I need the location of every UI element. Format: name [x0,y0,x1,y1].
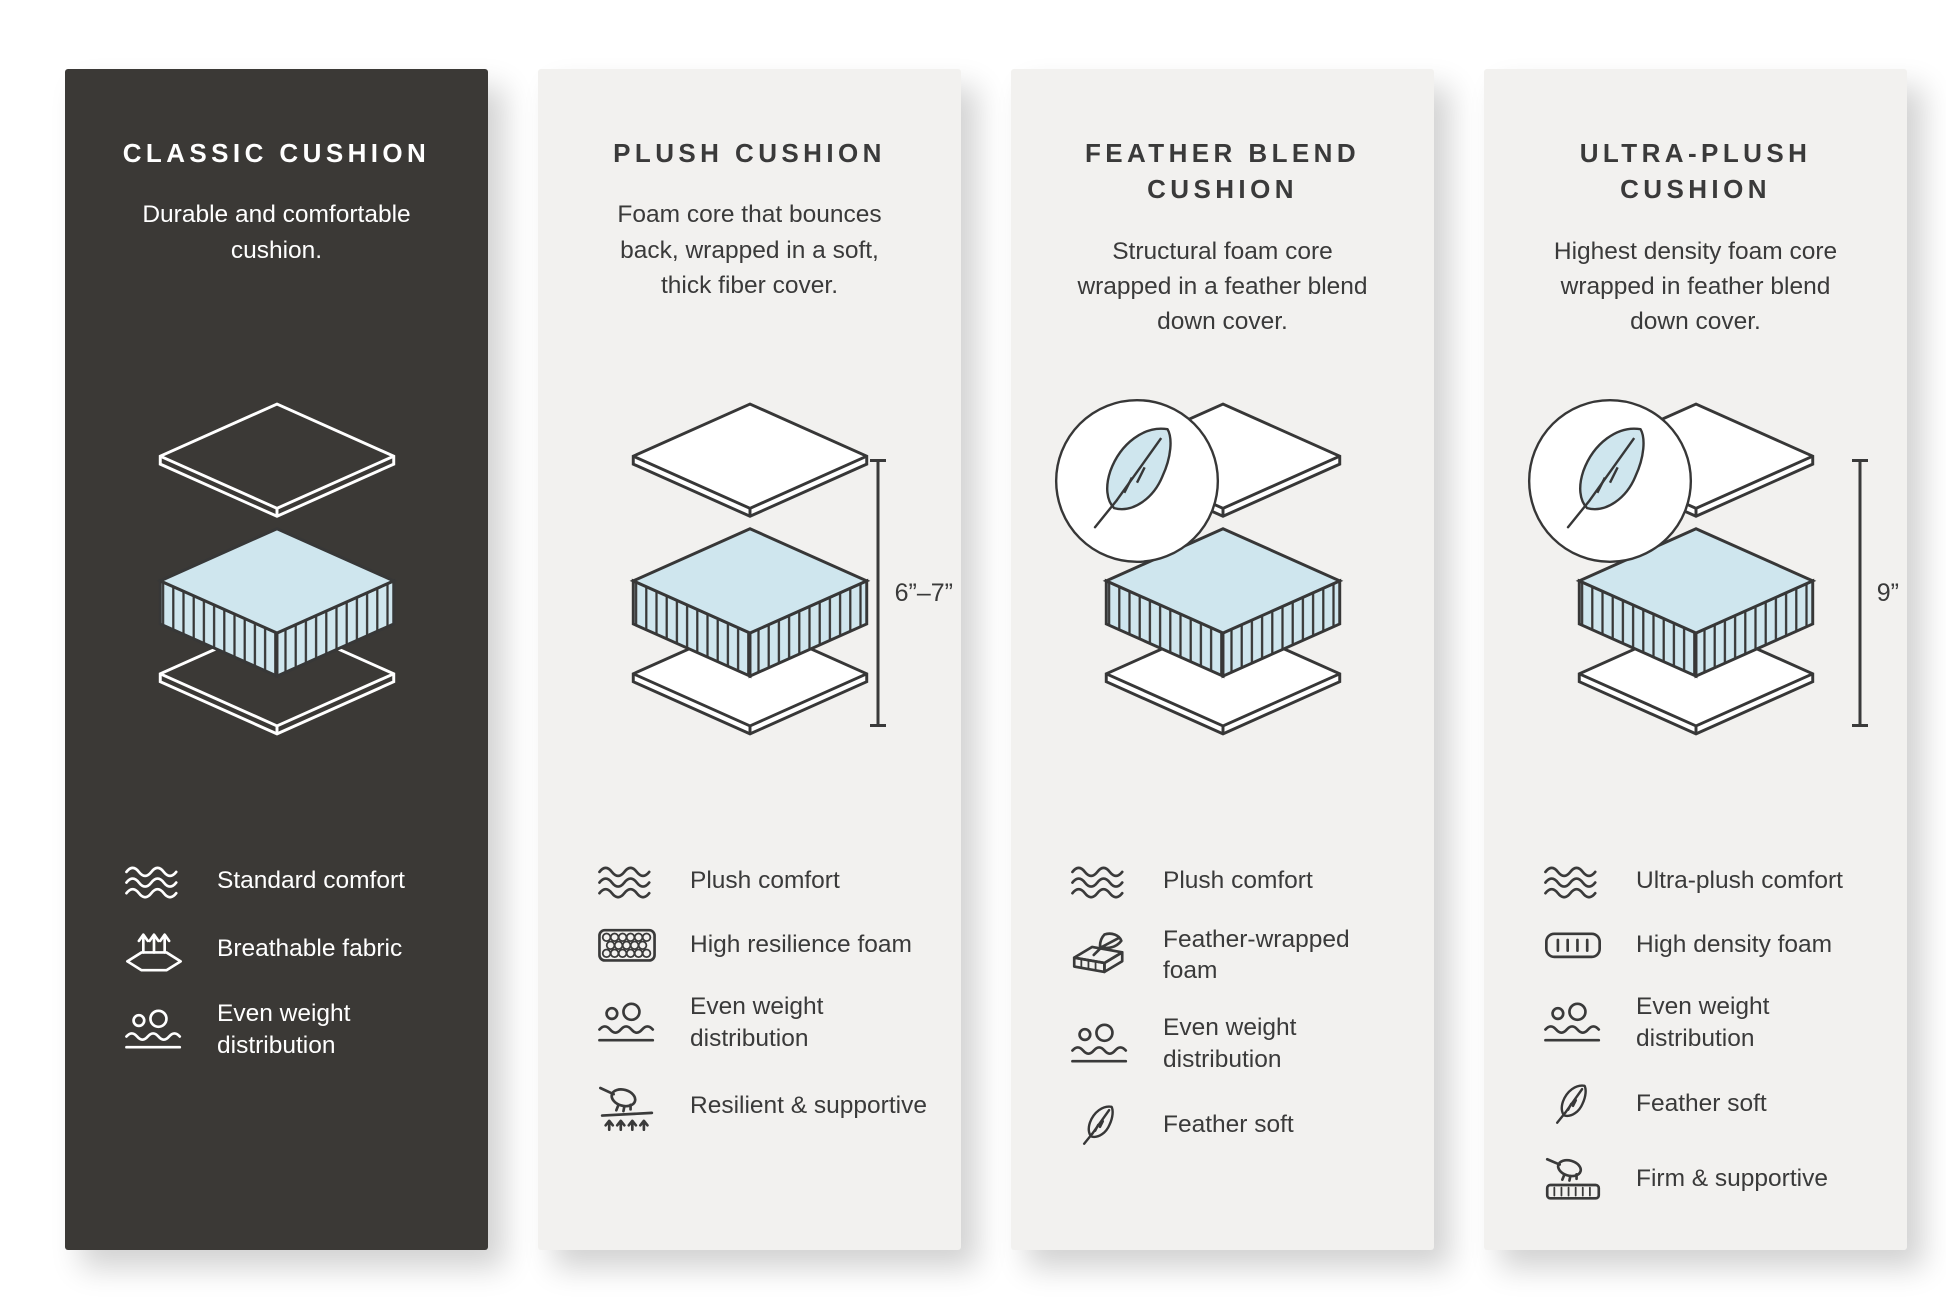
feature-list: Ultra-plush comfort High density foam Ev… [1484,863,1907,1204]
comfort-waves-icon [595,863,659,899]
feature-row: Resilient & supportive [588,1080,937,1132]
feature-label: Plush comfort [690,866,840,894]
feather-icon [1076,1101,1124,1149]
feather-badge [1524,395,1696,567]
cushion-layers-illustration [1011,395,1434,841]
comfort-waves-icon [1068,863,1132,899]
cushion-comparison-page: CLASSIC CUSHION Durable and comfortable … [0,0,1946,1250]
card-description: Durable and comfortable cushion. [142,201,411,264]
feature-label: Ultra-plush comfort [1636,866,1843,894]
card-header: CLASSIC CUSHION Durable and comfortable … [65,135,488,369]
feather-badge [1051,395,1223,567]
feather-icon [1549,1080,1597,1128]
even-weight-icon [1068,1023,1132,1066]
feature-label: Breathable fabric [217,934,403,962]
measurement-line [1851,459,1868,727]
feature-label: Firm & supportive [1636,1164,1828,1192]
feature-label: Even weight distribution [690,993,824,1053]
card-title: CLASSIC CUSHION [122,138,431,168]
feature-label: Standard comfort [217,866,405,894]
feature-row: Firm & supportive [1534,1153,1883,1205]
card-classic-cushion: CLASSIC CUSHION Durable and comfortable … [65,69,488,1250]
feature-list: Plush comfort High resilience foam Even … [538,863,961,1131]
feature-label: Even weight distribution [1163,1014,1297,1074]
even-weight-icon [1541,1002,1605,1045]
feature-row: Even weight distribution [1061,1012,1410,1076]
card-ultra-plush-cushion: ULTRA-PLUSH CUSHION Highest density foam… [1484,69,1907,1250]
card-header: PLUSH CUSHION Foam core that bounces bac… [538,135,961,369]
cushion-diagram [580,395,920,744]
feature-label: Feather soft [1636,1089,1767,1117]
feature-row: Even weight distribution [588,991,937,1055]
feature-row: Breathable fabric [115,924,464,974]
feature-label: High resilience foam [690,930,912,958]
feature-row: Even weight distribution [115,998,464,1062]
feature-row: High density foam [1534,924,1883,967]
cushion-layers-illustration [65,395,488,841]
cushion-layers-illustration: 9” [1484,395,1907,841]
feature-row: Plush comfort [1061,863,1410,899]
feature-row: Feather-wrapped foam [1061,924,1410,988]
comfort-waves-icon [1541,863,1605,899]
feature-label: Even weight distribution [217,1000,351,1060]
measurement-label: 6”–7” [894,578,953,607]
card-title: PLUSH CUSHION [613,138,886,168]
feature-row: Plush comfort [588,863,937,899]
feature-row: High resilience foam [588,924,937,967]
measurement-line [869,459,886,727]
cushion-diagram [107,395,447,744]
feature-row: Feather soft [1534,1080,1883,1128]
resilience-foam-icon [595,924,659,967]
card-description: Foam core that bounces back, wrapped in … [617,201,882,299]
feature-label: Resilient & supportive [690,1091,927,1119]
feather-badge-icon [1051,395,1223,567]
feature-row: Standard comfort [115,863,464,899]
card-header: FEATHER BLEND CUSHION Structural foam co… [1011,135,1434,369]
feather-badge-icon [1524,395,1696,567]
resilient-supportive-icon [595,1080,659,1132]
feature-list: Plush comfort Feather-wrapped foam Even … [1011,863,1434,1149]
breathable-fabric-icon [122,924,186,974]
firm-supportive-icon [1541,1153,1605,1205]
card-description: Structural foam core wrapped in a feathe… [1077,237,1368,336]
density-foam-icon [1541,924,1605,967]
cushion-layers-illustration: 6”–7” [538,395,961,841]
card-title: ULTRA-PLUSH CUSHION [1579,138,1812,205]
feature-label: High density foam [1636,930,1833,958]
feature-list: Standard comfort Breathable fabric Even … [65,863,488,1062]
feature-label: Feather-wrapped foam [1163,925,1350,985]
height-measurement: 6”–7” [869,459,953,727]
feature-label: Feather soft [1163,1111,1294,1138]
feature-row: Feather soft [1061,1101,1410,1149]
feature-row: Even weight distribution [1534,991,1883,1055]
height-measurement: 9” [1851,459,1899,727]
card-feather-blend-cushion: FEATHER BLEND CUSHION Structural foam co… [1011,69,1434,1250]
card-title: FEATHER BLEND CUSHION [1084,138,1361,205]
feature-row: Ultra-plush comfort [1534,863,1883,899]
card-plush-cushion: PLUSH CUSHION Foam core that bounces bac… [538,69,961,1250]
comfort-waves-icon [122,863,186,899]
feature-label: Plush comfort [1163,866,1313,894]
measurement-label: 9” [1876,578,1899,607]
card-header: ULTRA-PLUSH CUSHION Highest density foam… [1484,135,1907,369]
card-description: Highest density foam core wrapped in fea… [1553,237,1838,336]
even-weight-icon [595,1002,659,1045]
feather-wrapped-foam-icon [1068,931,1132,981]
even-weight-icon [122,1009,186,1052]
feature-label: Even weight distribution [1636,993,1770,1053]
